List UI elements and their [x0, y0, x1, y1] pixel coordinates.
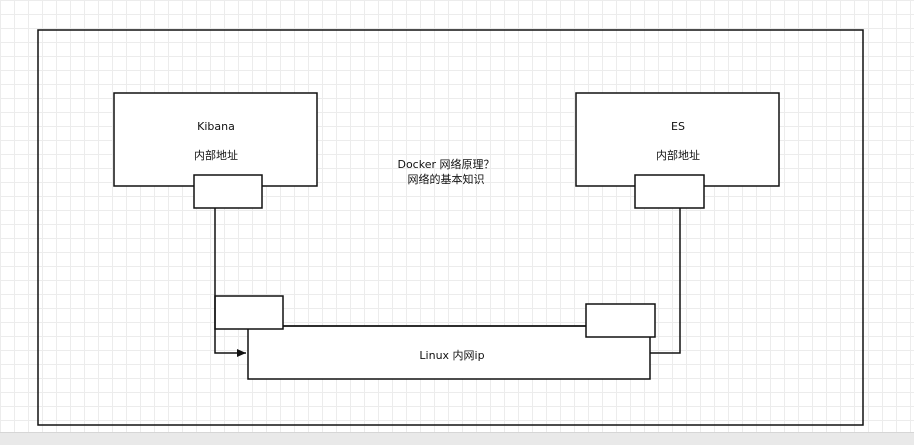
es-container-box [575, 92, 780, 187]
right-bridge-box [585, 303, 656, 338]
linux-network-label: Linux 内网ip [419, 348, 484, 362]
kibana-container-box [113, 92, 318, 187]
note-line-2: 网络的基本知识 [408, 172, 485, 186]
kibana-name-label: Kibana [197, 120, 235, 133]
bottom-status-bar [0, 432, 914, 445]
kibana-port-box [193, 174, 263, 209]
es-address-label: 内部地址 [656, 148, 700, 162]
outer-frame [37, 29, 864, 426]
note-line-1: Docker 网络原理？ [397, 157, 494, 171]
es-name-label: ES [671, 120, 685, 133]
left-bridge-box [214, 295, 284, 330]
es-connector-line [650, 208, 681, 354]
kibana-connector-arrow [214, 208, 246, 357]
es-port-box [634, 174, 705, 209]
kibana-address-label: 内部地址 [194, 148, 238, 162]
